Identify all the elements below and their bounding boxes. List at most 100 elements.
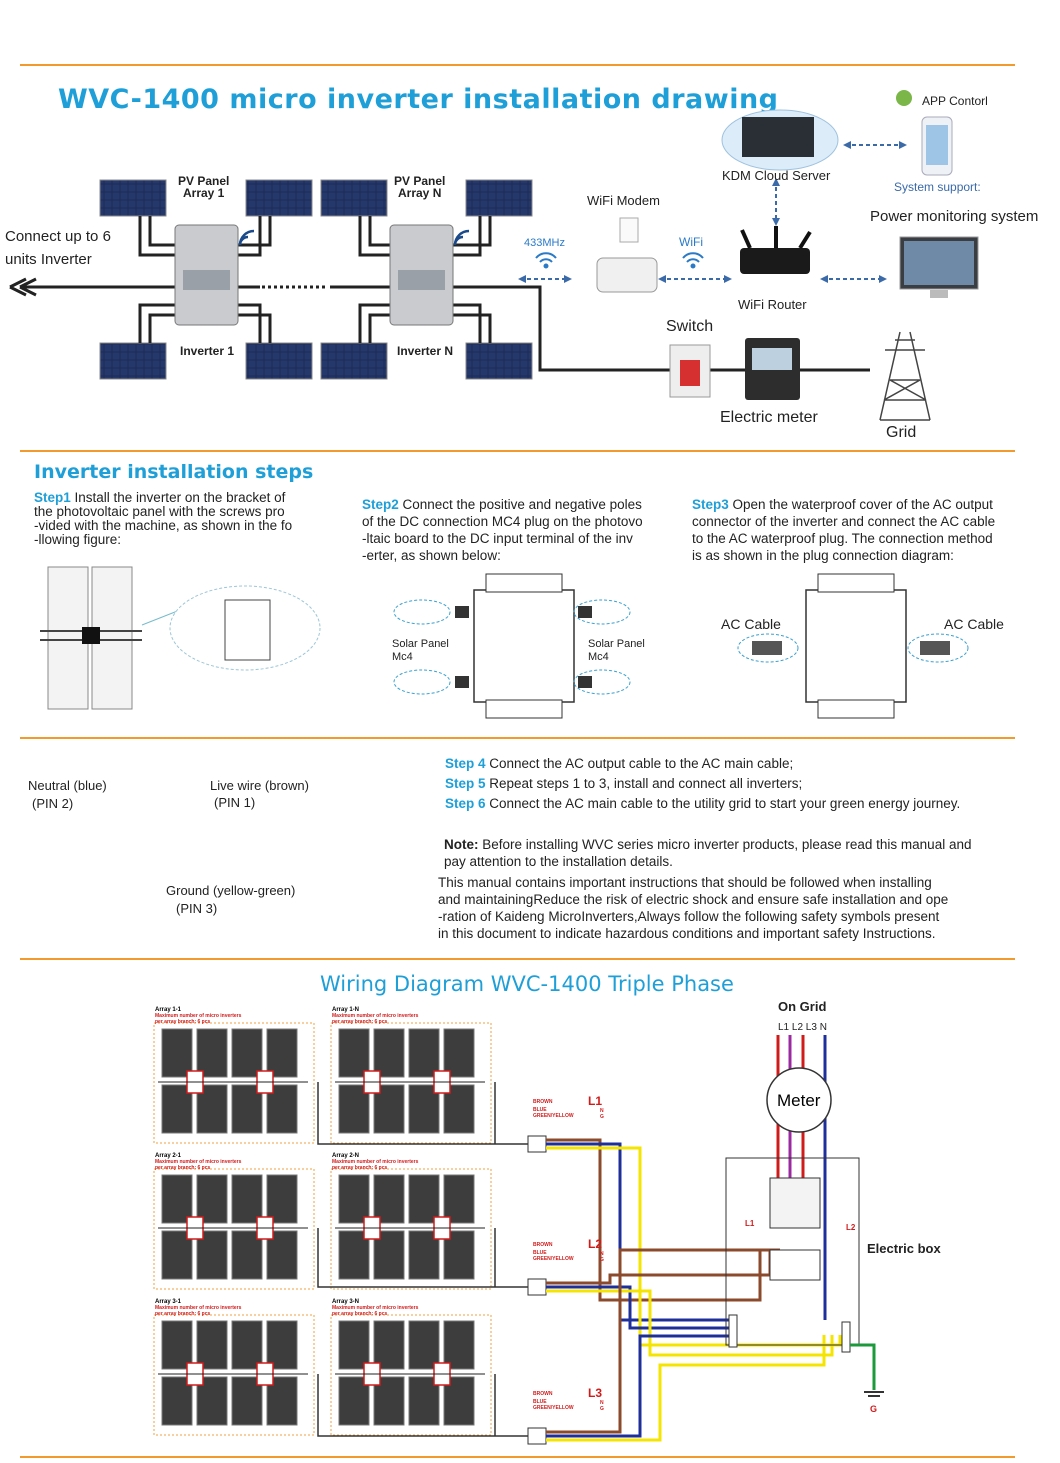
mini-panel [231, 1028, 263, 1078]
solar-panel-left: Solar Panel [392, 638, 449, 650]
step1-text: Step1 Install the inverter on the bracke… [34, 490, 293, 547]
array-max-text: Maximum number of micro inverters [155, 1013, 242, 1019]
electric-box [725, 1157, 860, 1346]
steps-4-6: Step 4 Connect the AC output cable to th… [445, 756, 961, 811]
bottom-rule [20, 1456, 1015, 1458]
neutral-label: Neutral (blue) [28, 778, 107, 793]
note-text: Note: Before installing WVC series micro… [444, 837, 972, 869]
mini-panel [196, 1028, 228, 1078]
phase-label: L1 [588, 1094, 602, 1108]
invertern-label: Inverter N [397, 344, 454, 358]
ac-cable-left: AC Cable [721, 616, 781, 632]
mini-panel [338, 1174, 370, 1224]
array-max-text: Maximum number of micro inverters [155, 1305, 242, 1311]
mini-panel [231, 1174, 263, 1224]
solar-panel [245, 342, 313, 380]
connect-label-2: units Inverter [5, 251, 92, 268]
rule-2 [20, 450, 1015, 452]
neutral-wire [546, 1285, 732, 1330]
live-wire [546, 1248, 780, 1434]
array-label: Array 2-N [332, 1153, 359, 1159]
g-label: G [600, 1406, 604, 1412]
branch-cable [317, 1374, 530, 1437]
connect-label-1: Connect up to 6 [5, 228, 111, 245]
breaker [769, 1177, 821, 1229]
ground-wire [546, 1289, 834, 1357]
mini-panel [373, 1320, 405, 1370]
system-support-label: System support: [894, 180, 981, 194]
array-box [153, 1022, 315, 1144]
branch-cable [317, 1082, 530, 1145]
pin3-label: (PIN 3) [176, 901, 218, 916]
meter-label: Electric meter [720, 409, 818, 426]
array-branch-text: per array branch: 6 pcs [332, 1311, 388, 1317]
ac-cable-right: AC Cable [944, 616, 1004, 632]
mini-panel [231, 1320, 263, 1370]
array-branch-text: per array branch: 6 pcs [155, 1165, 211, 1171]
steps-title: Inverter installation steps [34, 461, 314, 483]
solar-panel [99, 179, 167, 217]
wiring-title: Wiring Diagram WVC-1400 Triple Phase [320, 972, 734, 996]
solar-panel [465, 342, 533, 380]
neutral-wire [546, 1142, 732, 1322]
meter-label: Meter [777, 1091, 821, 1110]
grid-label: Grid [886, 424, 917, 441]
mini-panel [443, 1174, 475, 1224]
meter-circle [766, 1067, 832, 1133]
page-title: WVC-1400 micro inverter installation dra… [58, 84, 779, 115]
wire-brown-label: BROWN [533, 1099, 553, 1105]
on-grid-label: On Grid [778, 999, 827, 1014]
mini-panel [373, 1376, 405, 1426]
g-label: G [600, 1257, 604, 1263]
wifi-modem-label: WiFi Modem [587, 193, 660, 208]
mini-panel [266, 1174, 298, 1224]
power-monitoring-label: Power monitoring system [870, 208, 1039, 225]
array-box [153, 1168, 315, 1290]
array-label: Array 1-N [332, 1007, 359, 1013]
array-max-text: Maximum number of micro inverters [332, 1013, 419, 1019]
wire-blue-label: BLUE [533, 1250, 547, 1256]
steps-illustrations [40, 566, 969, 719]
phases-label: L1 L2 L3 N [778, 1022, 827, 1033]
inverter1-label: Inverter 1 [180, 344, 235, 358]
live-label: Live wire (brown) [210, 778, 309, 793]
array-label: Array 1-1 [155, 1007, 182, 1013]
rule-3 [20, 737, 1015, 739]
g-label: G [600, 1114, 604, 1120]
wifi-modem-icon [596, 257, 658, 293]
array-box [330, 1022, 492, 1144]
mini-panel [266, 1320, 298, 1370]
rule-4 [20, 958, 1015, 960]
mini-panel [196, 1320, 228, 1370]
mini-panel [266, 1028, 298, 1078]
top-rule [20, 64, 1015, 66]
terminal-block [527, 1135, 547, 1153]
terminal-g [841, 1321, 851, 1353]
array-branch-text: per array branch: 6 pcs [332, 1165, 388, 1171]
wifi-label: WiFi [679, 235, 703, 249]
array-max-text: Maximum number of micro inverters [332, 1159, 419, 1165]
live-wire [546, 1250, 772, 1285]
array-branch-text: per array branch: 6 pcs [155, 1311, 211, 1317]
mini-panel [443, 1028, 475, 1078]
array-branch-text: per array branch: 6 pcs [155, 1019, 211, 1025]
earth-g-label: G [870, 1404, 877, 1414]
manual-text: This manual contains important instructi… [438, 875, 949, 941]
mini-panel [196, 1174, 228, 1224]
solar-panel [99, 342, 167, 380]
branch-cable [317, 1228, 530, 1288]
wire-greenyellow-label: GREEN/YELLOW [533, 1113, 574, 1119]
neutral-wire [546, 1334, 732, 1438]
array-label: Array 2-1 [155, 1153, 182, 1159]
ground-label: Ground (yellow-green) [166, 883, 296, 898]
array-max-text: Maximum number of micro inverters [155, 1159, 242, 1165]
mini-panel [373, 1174, 405, 1224]
box-l1-label: L1 [745, 1219, 755, 1228]
breaker-2 [769, 1249, 821, 1281]
array-label: Array 3-N [332, 1299, 359, 1305]
cloud-label: KDM Cloud Server [722, 168, 831, 183]
mini-panel [338, 1230, 370, 1280]
wifi-router-icon [740, 248, 810, 274]
n-label: N [600, 1400, 604, 1406]
